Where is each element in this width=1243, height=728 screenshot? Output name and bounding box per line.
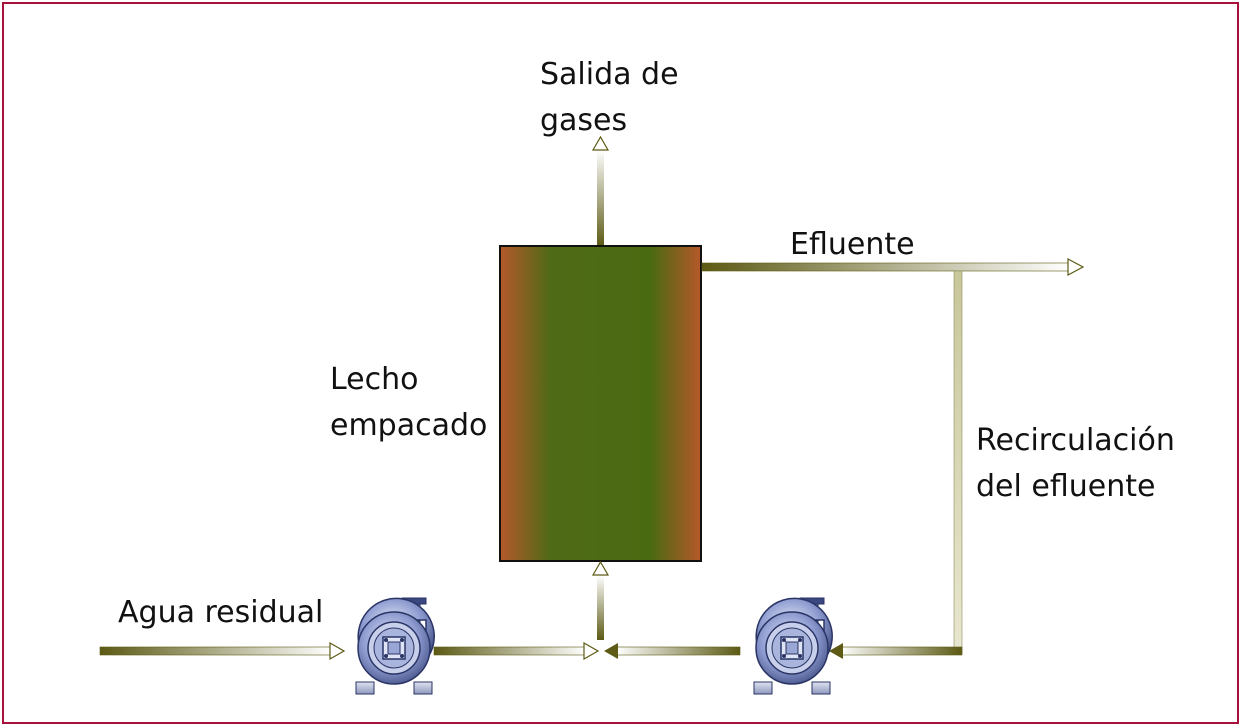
recirculation-pipe	[829, 270, 963, 659]
recirculation-label-line2: del efluente	[976, 469, 1156, 504]
reactor-inlet-arrow	[591, 560, 610, 640]
effluent-label: Efluente	[790, 227, 915, 262]
wastewater-inlet-arrow	[99, 641, 346, 661]
gas-outlet-label-line2: gases	[540, 103, 628, 138]
recirculation-label: Recirculación del efluente	[976, 418, 1175, 510]
packed-bed-reactor	[499, 245, 702, 562]
packed-bed-label-line1: Lecho	[330, 362, 419, 397]
packed-bed-label: Lecho empacado	[330, 357, 487, 449]
gas-outlet-arrow	[591, 135, 610, 246]
pump-discharge-arrow	[433, 641, 600, 661]
gas-outlet-label: Salida de gases	[540, 52, 679, 144]
gas-outlet-label-line1: Salida de	[540, 57, 679, 92]
packed-bed-label-line2: empacado	[330, 408, 488, 443]
effluent-arrow	[701, 258, 1085, 276]
centrifugal-pump-icon	[753, 597, 833, 695]
wastewater-label: Agua residual	[118, 595, 324, 630]
centrifugal-pump-icon	[355, 597, 435, 695]
recirculation-label-line1: Recirculación	[976, 423, 1175, 458]
recirculation-return-arrow	[604, 643, 741, 659]
